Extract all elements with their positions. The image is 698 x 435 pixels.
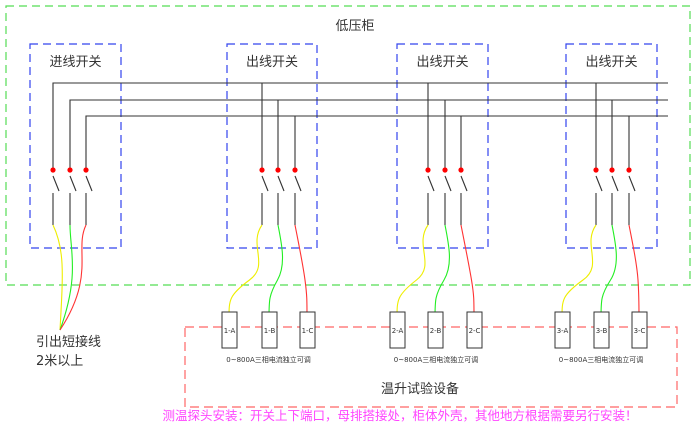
switch-label: 出线开关: [246, 55, 298, 70]
switch-blade: [628, 175, 636, 192]
terminal-dot: [593, 167, 599, 173]
terminal-dot: [259, 167, 265, 173]
phase-label: 3-A: [557, 327, 569, 335]
switch-blade: [277, 175, 285, 192]
switch-box: [226, 43, 318, 249]
terminal-dot: [275, 167, 281, 173]
switch-blade: [69, 175, 77, 192]
phase-wire: [294, 224, 308, 319]
current-transformer-terminal: [593, 311, 610, 349]
phase-label: 1-B: [264, 327, 276, 335]
terminal-dot: [292, 167, 298, 173]
switch-label: 进线开关: [49, 55, 101, 70]
low-voltage-cabinet-border: [5, 5, 691, 286]
switch-box: [565, 43, 658, 249]
switch-label: 出线开关: [416, 55, 468, 70]
current-transformer-terminal: [221, 311, 238, 349]
current-transformer-terminal: [466, 311, 483, 349]
switch-box: [396, 43, 489, 249]
busbar: [69, 99, 668, 170]
short-wire-note-line1: 引出短接线: [36, 334, 101, 350]
busbar: [85, 115, 668, 170]
phase-wire: [59, 224, 87, 331]
probe-installation-note: 测温探头安装：开关上下端口，母排搭接处，柜体外壳，其他地方根据需要另行安装！: [162, 408, 637, 423]
switch-blade: [52, 175, 60, 192]
phase-label: 3-C: [634, 327, 646, 335]
terminal-dot: [50, 167, 56, 173]
current-transformer-terminal: [631, 311, 648, 349]
phase-wire: [628, 224, 640, 319]
phase-wire: [268, 224, 283, 319]
phase-wire: [434, 224, 450, 319]
busbar: [52, 82, 668, 170]
terminal-dot: [425, 167, 431, 173]
phase-label: 2-A: [392, 327, 404, 335]
current-transformer-terminal: [389, 311, 406, 349]
terminal-dot: [609, 167, 615, 173]
current-transformer-terminal: [554, 311, 571, 349]
terminal-dot: [67, 167, 73, 173]
phase-wire: [600, 224, 617, 319]
switch-box: [29, 43, 122, 249]
terminal-dot: [458, 167, 464, 173]
terminal-dot: [83, 167, 89, 173]
switch-blade: [444, 175, 452, 192]
phase-wire: [228, 224, 263, 319]
phase-label: 1-A: [224, 327, 236, 335]
unit-caption: 0~800A三相电流独立可调: [559, 355, 643, 364]
current-transformer-terminal: [299, 311, 316, 349]
current-transformer-terminal: [261, 311, 278, 349]
phase-label: 2-C: [469, 327, 481, 335]
cabinet-title: 低压柜: [335, 19, 374, 34]
short-wire-note-line2: 2米以上: [36, 354, 83, 369]
current-transformer-terminal: [427, 311, 444, 349]
phase-label: 2-B: [430, 327, 442, 335]
phase-wire: [561, 224, 597, 319]
phase-label: 1-C: [302, 327, 314, 335]
unit-caption: 0~800A三相电流独立可调: [394, 355, 478, 364]
terminal-dot: [442, 167, 448, 173]
switch-blade: [611, 175, 619, 192]
phase-wire: [396, 224, 429, 319]
switch-blade: [85, 175, 93, 192]
switch-blade: [595, 175, 603, 192]
switch-blade: [460, 175, 468, 192]
terminal-dot: [626, 167, 632, 173]
switch-label: 出线开关: [585, 55, 637, 70]
phase-label: 3-B: [596, 327, 608, 335]
switch-blade: [427, 175, 435, 192]
unit-caption: 0~800A三相电流独立可调: [226, 355, 310, 364]
phase-wire: [52, 224, 63, 331]
phase-wire: [59, 224, 73, 331]
phase-wire: [460, 224, 475, 319]
equipment-title: 温升试验设备: [381, 381, 459, 397]
switch-blade: [294, 175, 302, 192]
switch-blade: [261, 175, 269, 192]
